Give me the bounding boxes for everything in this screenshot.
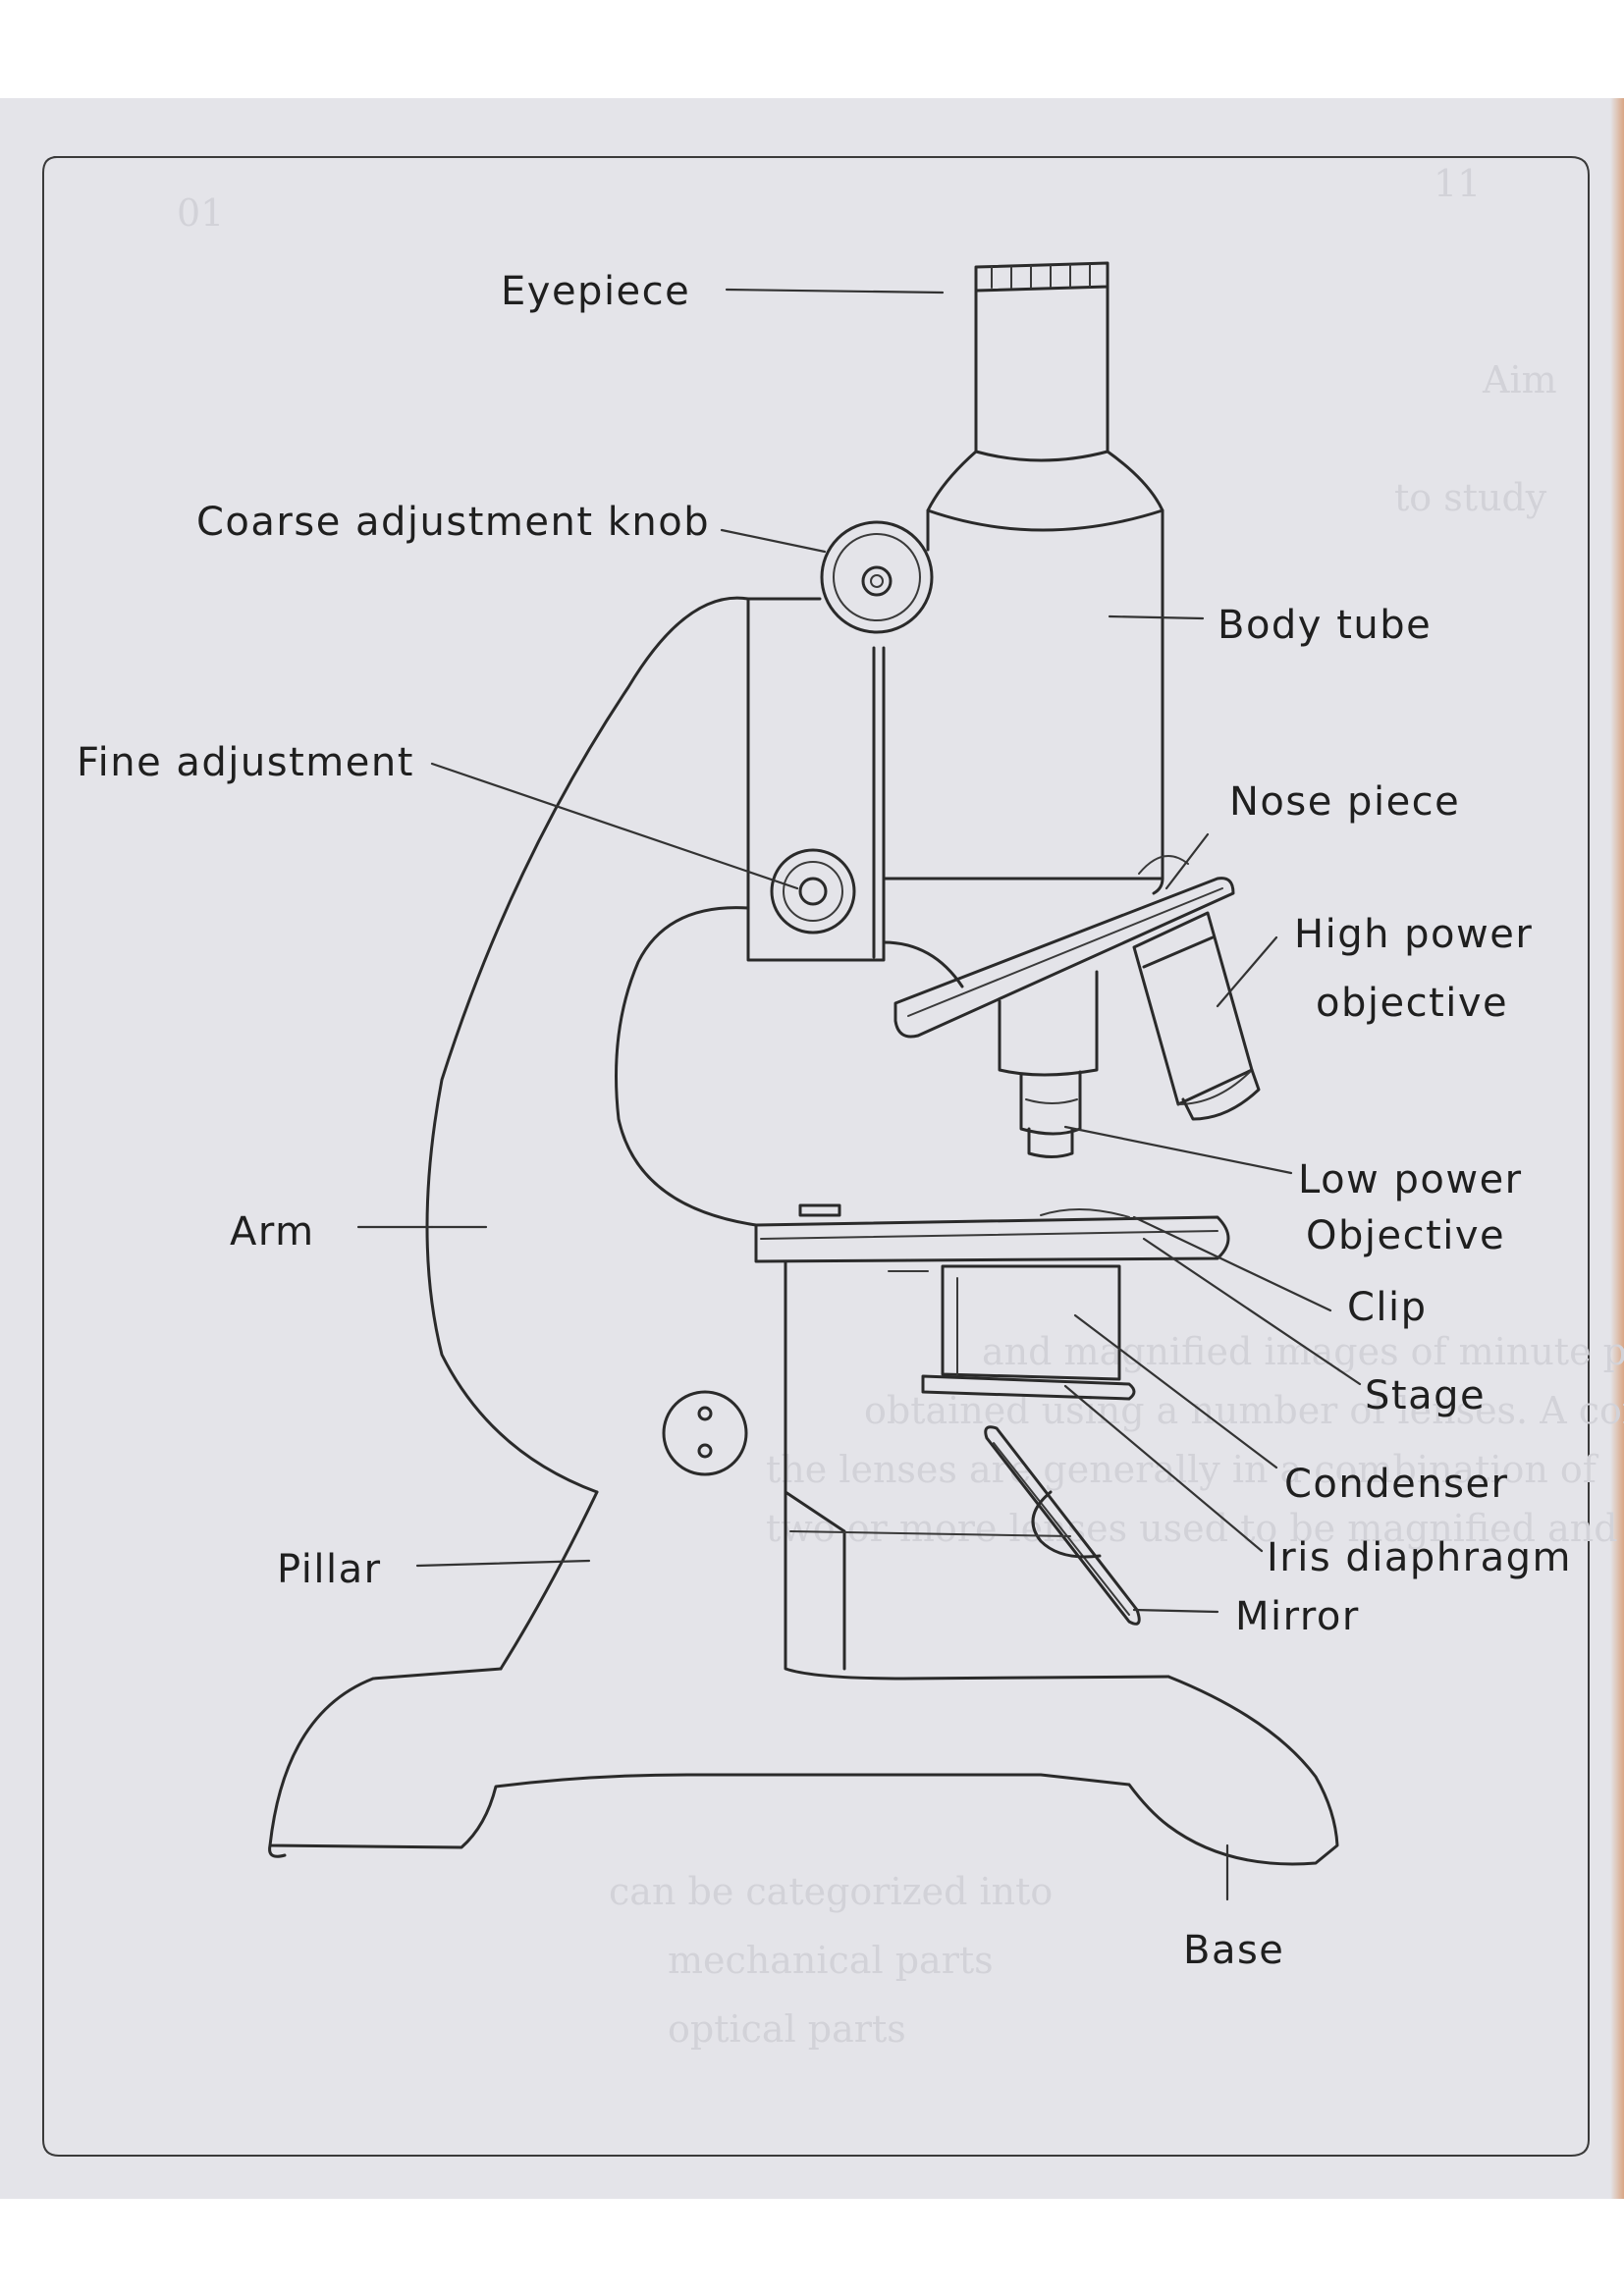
label-nose-piece: Nose piece	[1229, 779, 1460, 825]
diagram-labels: Eyepiece Coarse adjustment knob Body tub…	[77, 269, 1572, 1973]
label-base: Base	[1183, 1928, 1284, 1973]
arm-part	[425, 596, 964, 1494]
limb-block-part	[746, 597, 886, 962]
page-border	[42, 156, 1590, 2157]
pillar-part	[499, 1390, 1170, 1681]
svg-text:11: 11	[1434, 162, 1481, 205]
svg-text:mechanical parts: mechanical parts	[668, 1939, 994, 1982]
svg-text:Aim: Aim	[1482, 358, 1557, 401]
label-condenser: Condenser	[1284, 1462, 1509, 1507]
label-body-tube: Body tube	[1218, 603, 1432, 648]
label-arm: Arm	[230, 1209, 315, 1255]
svg-text:two or more lenses used to be: two or more lenses used to be magnified …	[766, 1507, 1624, 1550]
label-low-power-objective-1: Low power	[1298, 1157, 1523, 1202]
high-power-objective-part	[1132, 911, 1261, 1121]
body-tube-part	[882, 450, 1164, 895]
paper-edge	[1610, 98, 1624, 2199]
svg-text:and magnified images of minute: and magnified images of minute parts / a…	[982, 1330, 1624, 1373]
nosepiece-part	[893, 855, 1235, 1039]
label-high-power-objective-2: objective	[1316, 981, 1508, 1026]
label-fine-adjustment: Fine adjustment	[77, 740, 414, 785]
svg-text:can be categorized into: can be categorized into	[609, 1870, 1053, 1913]
svg-text:01: 01	[177, 191, 224, 235]
stage-part	[754, 1203, 1230, 1263]
leader-lines	[356, 288, 1362, 1901]
label-stage: Stage	[1365, 1373, 1486, 1418]
svg-text:optical parts: optical parts	[668, 2007, 906, 2051]
mirror-part	[789, 1425, 1141, 1626]
label-coarse-adjustment-knob: Coarse adjustment knob	[196, 500, 710, 545]
label-iris-diaphragm: Iris diaphragm	[1267, 1535, 1572, 1580]
coarse-knob-part	[820, 520, 934, 634]
svg-text:to study: to study	[1394, 476, 1547, 519]
svg-text:obtained using a number of len: obtained using a number of lenses. A com…	[864, 1389, 1624, 1432]
label-mirror: Mirror	[1235, 1594, 1360, 1639]
base-part	[268, 1667, 1339, 1866]
bleed-through-text: 11 01 Aim to study and magnified images …	[177, 162, 1624, 2051]
label-clip: Clip	[1347, 1285, 1428, 1330]
label-low-power-objective-2: Objective	[1306, 1213, 1505, 1258]
label-high-power-objective-1: High power	[1294, 912, 1533, 957]
label-eyepiece: Eyepiece	[501, 269, 690, 314]
eyepiece-part	[974, 261, 1110, 462]
low-power-objective-part	[998, 970, 1099, 1158]
label-pillar: Pillar	[277, 1547, 382, 1592]
